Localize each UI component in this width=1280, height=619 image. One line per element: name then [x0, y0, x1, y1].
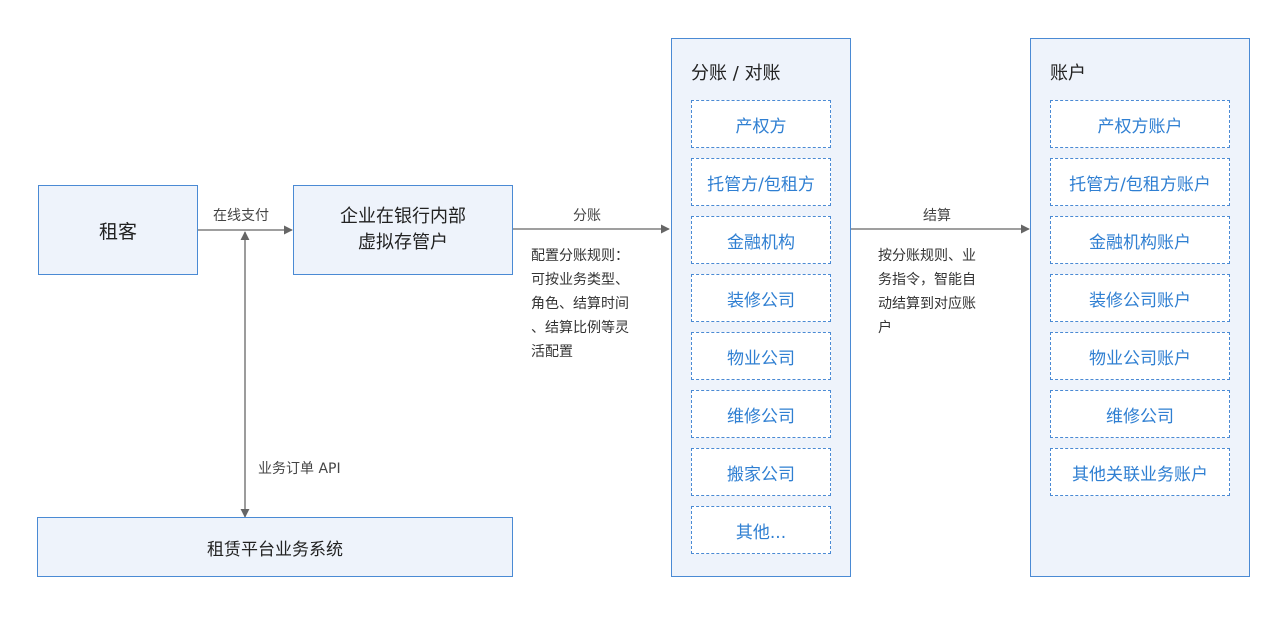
account-item: 产权方账户 — [1050, 100, 1230, 148]
settlement-rules-note: 按分账规则、业 务指令，智能自 动结算到对应账 户 — [878, 248, 976, 336]
split-reconcile-panel: 分账 / 对账 产权方 托管方/包租方 金融机构 装修公司 物业公司 维修公司 … — [671, 38, 851, 577]
split-item: 维修公司 — [691, 390, 831, 438]
split-edge-label: 分账 — [573, 208, 601, 224]
account-item: 维修公司 — [1050, 390, 1230, 438]
split-item: 其他... — [691, 506, 831, 554]
platform-node: 租赁平台业务系统 — [37, 517, 513, 577]
online-payment-label: 在线支付 — [213, 208, 269, 224]
split-item: 托管方/包租方 — [691, 158, 831, 206]
virtual-account-node: 企业在银行内部 虚拟存管户 — [293, 185, 513, 275]
tenant-node: 租客 — [38, 185, 198, 275]
account-item: 托管方/包租方账户 — [1050, 158, 1230, 206]
tenant-label: 租客 — [98, 220, 137, 243]
account-item: 物业公司账户 — [1050, 332, 1230, 380]
split-item: 金融机构 — [691, 216, 831, 264]
account-item: 装修公司账户 — [1050, 274, 1230, 322]
virtual-account-label-line1: 企业在银行内部 — [340, 206, 466, 227]
accounts-panel: 账户 产权方账户 托管方/包租方账户 金融机构账户 装修公司账户 物业公司账户 … — [1030, 38, 1250, 577]
accounts-panel-title: 账户 — [1050, 63, 1086, 84]
split-rules-note: 配置分账规则： 可按业务类型、 角色、结算时间 、结算比例等灵 活配置 — [531, 248, 629, 360]
settlement-edge-label: 结算 — [923, 208, 951, 224]
split-item: 产权方 — [691, 100, 831, 148]
platform-label: 租赁平台业务系统 — [207, 539, 343, 560]
split-item: 搬家公司 — [691, 448, 831, 496]
split-item: 物业公司 — [691, 332, 831, 380]
account-item: 其他关联业务账户 — [1050, 448, 1230, 496]
split-panel-title: 分账 / 对账 — [691, 63, 781, 84]
account-item: 金融机构账户 — [1050, 216, 1230, 264]
split-item: 装修公司 — [691, 274, 831, 322]
virtual-account-label-line2: 虚拟存管户 — [358, 232, 448, 253]
business-order-api-label: 业务订单 API — [258, 461, 341, 477]
